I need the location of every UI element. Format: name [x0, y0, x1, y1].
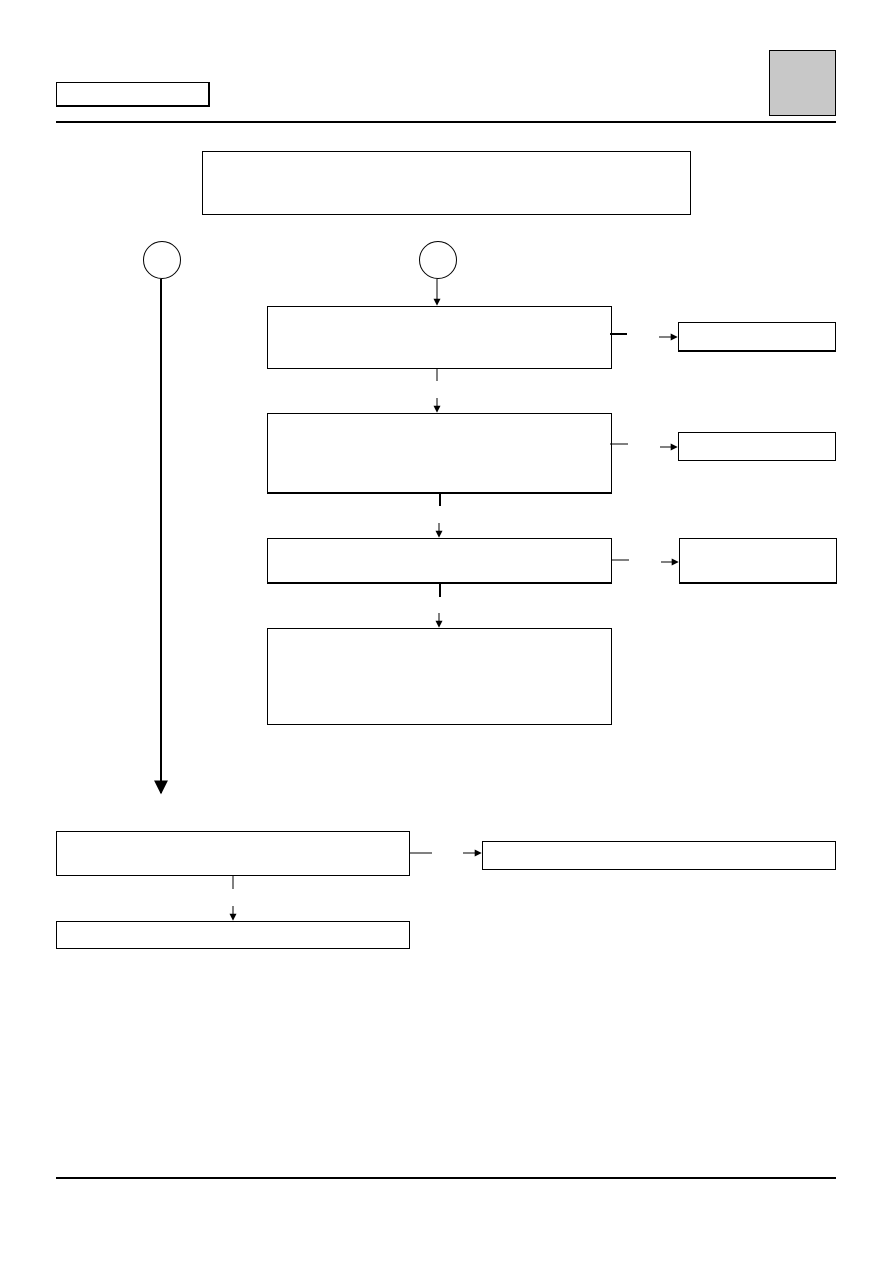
connector-circle-right	[419, 241, 457, 279]
header-label-box	[56, 82, 210, 107]
section-tab-marker	[769, 50, 836, 116]
step-box-1	[267, 306, 612, 369]
bottom-result-box	[482, 841, 836, 870]
title-box	[202, 151, 691, 215]
connector-circle-left	[143, 241, 181, 279]
side-result-box-1	[678, 322, 836, 352]
bottom-next-box	[56, 921, 410, 949]
side-result-box-3	[679, 538, 837, 584]
header-rule	[56, 121, 836, 123]
side-result-box-2	[678, 432, 836, 461]
step-box-4	[267, 628, 612, 725]
footer-rule	[56, 1177, 836, 1179]
